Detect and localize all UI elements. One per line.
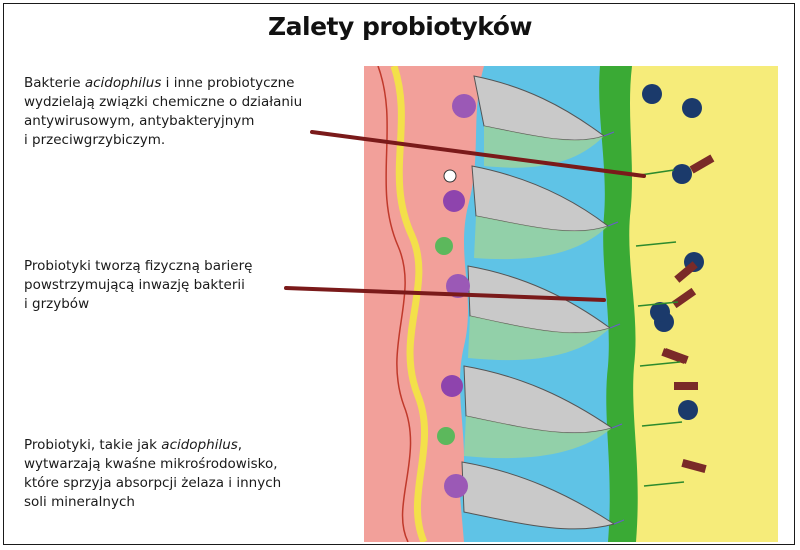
caption-line: Bakterie acidophilus i inne probiotyczne: [24, 74, 344, 93]
caption-text: soli mineralnych: [24, 494, 135, 510]
caption-text: i inne probiotyczne: [161, 75, 295, 91]
probiotic-layer: [599, 66, 638, 542]
caption-term: acidophilus: [161, 437, 238, 453]
caption-acidic-environment: Probiotyki, takie jak acidophilus,wytwar…: [24, 436, 344, 512]
caption-text: Probiotyki, takie jak: [24, 437, 162, 453]
caption-text: które sprzyja absorpcji żelaza i innych: [24, 475, 282, 491]
pathogen-rod: [674, 261, 698, 283]
caption-text: i przeciwgrzybiczym.: [24, 132, 166, 148]
figure-frame: Zalety probiotyków Bakterie acidophilus …: [3, 3, 795, 545]
caption-barrier: Probiotyki tworzą fizyczną barierę powstr…: [24, 257, 344, 314]
pathogen-rod: [681, 459, 707, 473]
pathogen-group: [642, 84, 715, 473]
caption-term: acidophilus: [84, 75, 162, 91]
figure-title: Zalety probiotyków: [268, 12, 533, 41]
connective-tissue: [364, 66, 484, 542]
pathogen-rod: [671, 287, 697, 309]
caption-line: wydzielają związki chemiczne o działaniu: [24, 93, 344, 112]
pathogen-cell: [650, 302, 670, 322]
caption-line: i grzybów: [24, 295, 344, 314]
caption-text: wydzielają związki chemiczne o działaniu: [24, 94, 303, 110]
pathogen-cell: [672, 164, 692, 184]
caption-text: ,: [237, 437, 243, 453]
caption-text: antywirusowym, antybakteryjnym: [24, 113, 255, 129]
caption-line: powstrzymującą inwazję bakterii: [24, 276, 344, 295]
caption-text: wytwarzają kwaśne mikrośrodowisko,: [24, 456, 278, 472]
caption-line: Probiotyki, takie jak acidophilus,: [24, 436, 344, 455]
caption-text: Bakterie: [24, 75, 85, 91]
pathogen-cell: [678, 400, 698, 420]
caption-text: powstrzymującą inwazję bakterii: [24, 277, 245, 293]
caption-text: i grzybów: [24, 296, 90, 312]
pathogen-cell: [642, 84, 662, 104]
intestinal-wall-illustration: [364, 66, 778, 542]
caption-line: antywirusowym, antybakteryjnym: [24, 112, 344, 131]
caption-line: wytwarzają kwaśne mikrośrodowisko,: [24, 455, 344, 474]
caption-line: które sprzyja absorpcji żelaza i innych: [24, 474, 344, 493]
pathogen-rod: [663, 348, 689, 364]
pathogen-cell: [682, 98, 702, 118]
pathogen-rod: [689, 154, 715, 174]
pathogen-rod: [674, 382, 698, 390]
caption-line: soli mineralnych: [24, 493, 344, 512]
caption-antimicrobial: Bakterie acidophilus i inne probiotyczne…: [24, 74, 344, 150]
caption-line: i przeciwgrzybiczym.: [24, 131, 344, 150]
caption-text: Probiotyki tworzą fizyczną barierę: [24, 258, 253, 274]
caption-line: Probiotyki tworzą fizyczną barierę: [24, 257, 344, 276]
